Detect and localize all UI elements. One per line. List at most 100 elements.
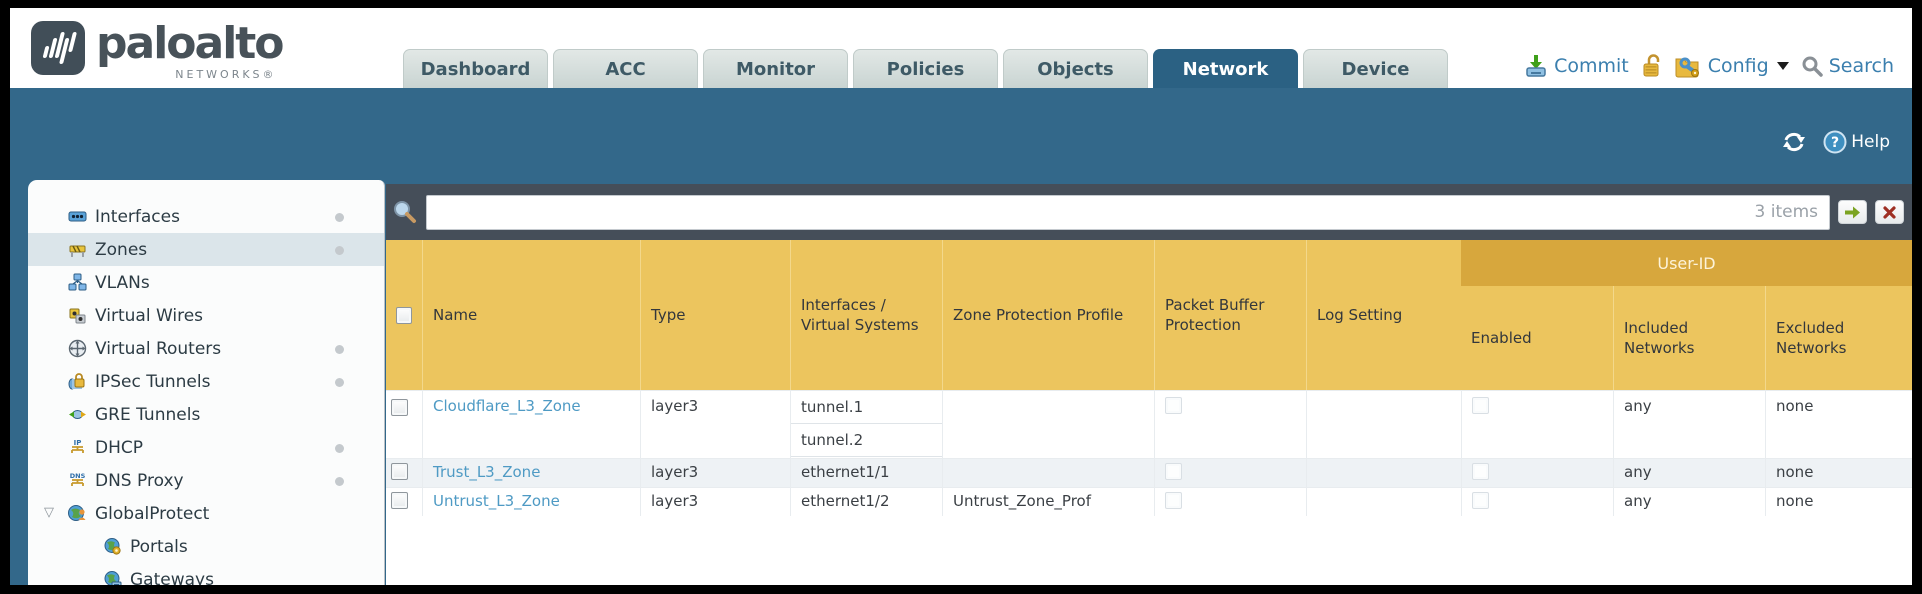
col-header-type[interactable]: Type — [640, 240, 790, 390]
table-row: Untrust_L3_Zone layer3 ethernet1/2 Untru… — [386, 487, 1912, 516]
search-button[interactable]: Search — [1801, 55, 1894, 77]
refresh-icon[interactable] — [1781, 130, 1807, 154]
status-dot — [335, 213, 344, 222]
virtual-wires-icon — [69, 308, 86, 324]
filter-bar: 3 items — [386, 184, 1912, 240]
dhcp-icon: IP — [71, 439, 84, 453]
global-search-icon — [1802, 56, 1823, 77]
zone-name-link[interactable]: Cloudflare_L3_Zone — [433, 397, 581, 415]
filter-search-icon — [394, 201, 416, 223]
sidebar-item-virtual-routers[interactable]: Virtual Routers — [28, 332, 384, 365]
sidebar-item-portals[interactable]: Portals — [28, 530, 384, 563]
tab-device[interactable]: Device — [1303, 49, 1448, 88]
zone-interfaces: ethernet1/1 — [790, 459, 942, 487]
sidebar-item-zones[interactable]: Zones — [28, 233, 384, 266]
included-networks: any — [1613, 459, 1765, 487]
sidebar-item-globalprotect[interactable]: ▽ GlobalProtect — [28, 497, 384, 530]
excluded-networks: none — [1765, 488, 1912, 516]
log-setting — [1306, 391, 1461, 458]
enabled-checkbox[interactable] — [1472, 492, 1489, 509]
interfaces-icon — [68, 211, 87, 222]
zones-table-header: Name Type Interfaces / Virtual Systems Z… — [386, 240, 1912, 390]
svg-text:DNS: DNS — [70, 472, 86, 480]
table-row: Trust_L3_Zone layer3 ethernet1/1 any non… — [386, 458, 1912, 487]
sidebar-item-gateways[interactable]: Gateways — [28, 563, 384, 585]
clear-filter-button[interactable] — [1875, 200, 1904, 224]
config-menu-button[interactable]: Config — [1675, 54, 1789, 78]
sidebar-item-dns-proxy[interactable]: DNS DNS Proxy — [28, 464, 384, 497]
col-header-included-networks[interactable]: Included Networks — [1613, 286, 1765, 390]
sidebar-item-ipsec-tunnels[interactable]: IPSec Tunnels — [28, 365, 384, 398]
help-label: Help — [1851, 132, 1890, 152]
col-header-packet-buffer-protection[interactable]: Packet Buffer Protection — [1154, 240, 1306, 390]
col-header-log-setting[interactable]: Log Setting — [1306, 240, 1461, 390]
config-icon — [1675, 57, 1699, 78]
select-all-checkbox[interactable] — [396, 306, 412, 324]
tab-monitor[interactable]: Monitor — [703, 49, 848, 88]
packet-buffer-checkbox[interactable] — [1165, 492, 1182, 509]
top-bar: paloalto NETWORKS® Dashboard ACC Monitor… — [10, 8, 1912, 88]
tab-dashboard[interactable]: Dashboard — [403, 49, 548, 88]
top-actions: Commit Config — [1524, 54, 1894, 78]
interface-entry: tunnel.1 — [791, 391, 942, 424]
green-arrow-icon — [1845, 206, 1860, 218]
interface-entry: tunnel.2 — [791, 424, 942, 457]
sidebar-item-gre-tunnels[interactable]: GRE Tunnels — [28, 398, 384, 431]
commit-label: Commit — [1554, 55, 1629, 77]
row-checkbox[interactable] — [390, 399, 408, 416]
apply-filter-button[interactable] — [1838, 200, 1867, 224]
log-setting — [1306, 488, 1461, 516]
filter-input[interactable] — [426, 194, 1830, 230]
virtual-routers-icon — [68, 339, 87, 358]
expand-caret-icon[interactable]: ▽ — [44, 505, 54, 520]
status-dot — [335, 378, 344, 387]
sidebar-label: Gateways — [130, 569, 214, 586]
ipsec-tunnels-icon — [68, 373, 85, 390]
tab-objects[interactable]: Objects — [1003, 49, 1148, 88]
commit-icon — [1526, 55, 1546, 77]
left-teal-strip — [10, 88, 28, 585]
zone-interfaces: ethernet1/2 — [790, 488, 942, 516]
sidebar-item-vlans[interactable]: VLANs — [28, 266, 384, 299]
sidebar-item-dhcp[interactable]: IP DHCP — [28, 431, 384, 464]
config-label: Config — [1707, 55, 1769, 77]
col-header-excluded-networks[interactable]: Excluded Networks — [1765, 286, 1912, 390]
tab-acc[interactable]: ACC — [553, 49, 698, 88]
included-networks: any — [1613, 391, 1765, 458]
help-button[interactable]: ? Help — [1823, 130, 1890, 154]
col-header-name[interactable]: Name — [422, 240, 640, 390]
tab-policies[interactable]: Policies — [853, 49, 998, 88]
tab-network[interactable]: Network — [1153, 49, 1298, 88]
paloalto-logo: paloalto NETWORKS® — [30, 20, 285, 81]
col-header-enabled[interactable]: Enabled — [1471, 329, 1532, 347]
packet-buffer-checkbox[interactable] — [1165, 463, 1182, 480]
user-id-group: User-ID Enabled Included Networks Exclud… — [1461, 240, 1912, 390]
sidebar-label: Virtual Wires — [95, 305, 204, 326]
enabled-checkbox[interactable] — [1472, 463, 1489, 480]
col-header-interfaces[interactable]: Interfaces / Virtual Systems — [790, 240, 942, 390]
sidebar-label: Virtual Routers — [95, 338, 222, 359]
log-setting — [1306, 459, 1461, 487]
row-checkbox[interactable] — [390, 492, 408, 509]
sidebar-item-interfaces[interactable]: Interfaces — [28, 200, 384, 233]
zone-name-link[interactable]: Trust_L3_Zone — [433, 463, 541, 481]
zone-name-link[interactable]: Untrust_L3_Zone — [433, 492, 560, 510]
status-dot — [335, 477, 344, 486]
commit-button[interactable]: Commit — [1524, 54, 1629, 78]
enabled-checkbox[interactable] — [1472, 397, 1489, 414]
sidebar-label: GRE Tunnels — [95, 404, 201, 425]
sidebar-label: Zones — [95, 239, 148, 260]
globalprotect-icon — [68, 505, 86, 521]
lock-icon[interactable] — [1641, 54, 1663, 78]
sidebar-label: DNS Proxy — [95, 470, 184, 491]
col-header-zone-protection-profile[interactable]: Zone Protection Profile — [942, 240, 1154, 390]
svg-text:?: ? — [1831, 135, 1839, 151]
sidebar-label: IPSec Tunnels — [95, 371, 211, 392]
status-dot — [335, 246, 344, 255]
row-checkbox[interactable] — [390, 463, 408, 480]
zones-icon — [69, 245, 86, 257]
app-window: paloalto NETWORKS® Dashboard ACC Monitor… — [10, 8, 1912, 585]
sidebar-item-virtual-wires[interactable]: Virtual Wires — [28, 299, 384, 332]
help-icon: ? — [1823, 130, 1847, 154]
packet-buffer-checkbox[interactable] — [1165, 397, 1182, 414]
